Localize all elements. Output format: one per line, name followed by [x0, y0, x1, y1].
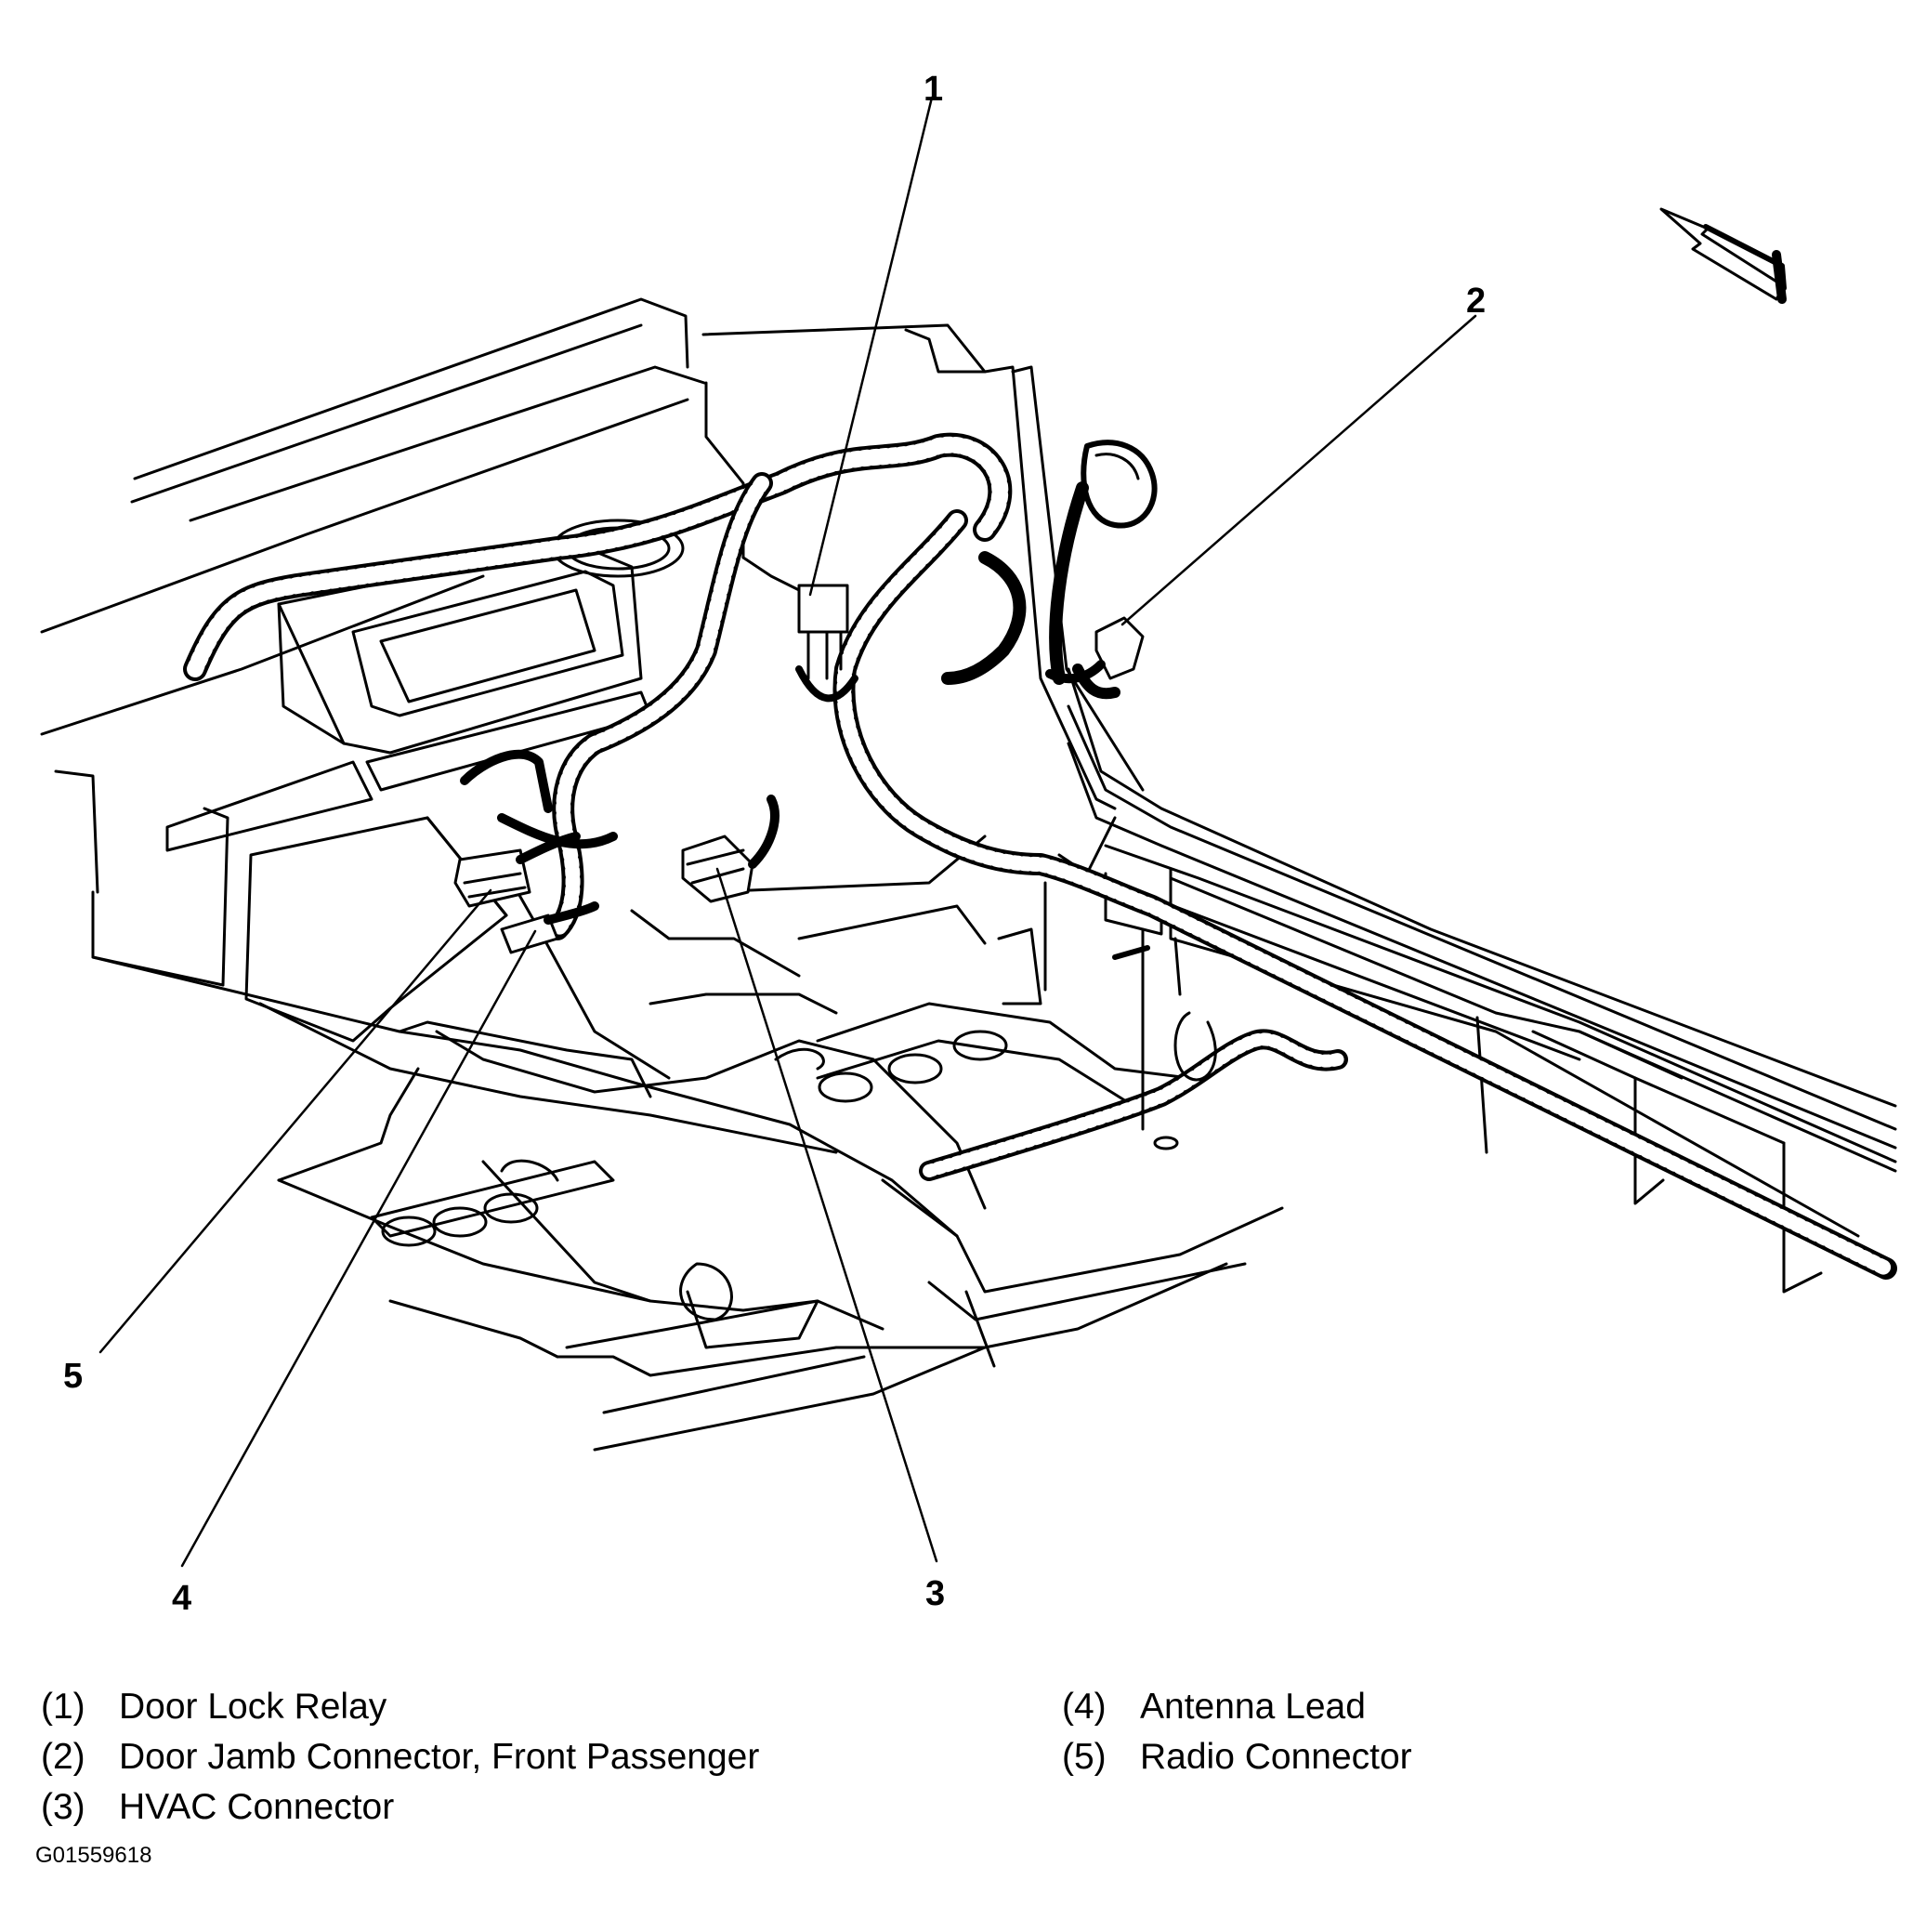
ground-bracket: [1112, 927, 1217, 1150]
figure-id: G01559618: [35, 1843, 152, 1868]
callout-4: 4: [172, 1579, 191, 1618]
legend-label: Radio Connector: [1140, 1737, 1412, 1777]
callout-3: 3: [925, 1574, 945, 1613]
legend-number: (1): [41, 1687, 85, 1727]
legend-number: (4): [1062, 1687, 1107, 1727]
callout-2: 2: [1466, 282, 1486, 321]
leader-lines: [98, 96, 1477, 1568]
legend-right-column: (4) Antenna Lead (5) Radio Connector: [1062, 1682, 1412, 1782]
wiring-diagram-illustration: 1 2 3 4 5: [40, 70, 1897, 1618]
legend-number: (5): [1062, 1737, 1107, 1777]
callout-1: 1: [924, 70, 943, 109]
legend-item: (3) HVAC Connector: [41, 1782, 759, 1833]
callout-5: 5: [63, 1357, 83, 1396]
legend-item: (4) Antenna Lead: [1062, 1682, 1412, 1732]
legend-label: Door Jamb Connector, Front Passenger: [119, 1737, 760, 1777]
hvac-connector: [681, 795, 780, 903]
legend-number: (3): [41, 1787, 85, 1827]
legend-item: (5) Radio Connector: [1062, 1732, 1412, 1782]
legend-label: HVAC Connector: [119, 1787, 395, 1827]
legend-label: Door Lock Relay: [119, 1687, 387, 1727]
door-lock-relay: [795, 584, 858, 703]
antenna-lead: [500, 901, 599, 954]
rocker-panel: [1104, 844, 1897, 1163]
legend-left-column: (1) Door Lock Relay (2) Door Jamb Connec…: [41, 1682, 759, 1833]
radio-connector: [453, 832, 581, 908]
legend-label: Antenna Lead: [1140, 1687, 1366, 1727]
legend-item: (1) Door Lock Relay: [41, 1682, 759, 1732]
legend-item: (2) Door Jamb Connector, Front Passenger: [41, 1732, 759, 1782]
direction-arrow-icon: [1659, 207, 1787, 304]
door-jamb-connector: [1045, 616, 1145, 684]
wiring-harness: [183, 432, 1897, 1280]
legend-number: (2): [41, 1737, 85, 1777]
floor-pan: [91, 816, 1284, 1452]
